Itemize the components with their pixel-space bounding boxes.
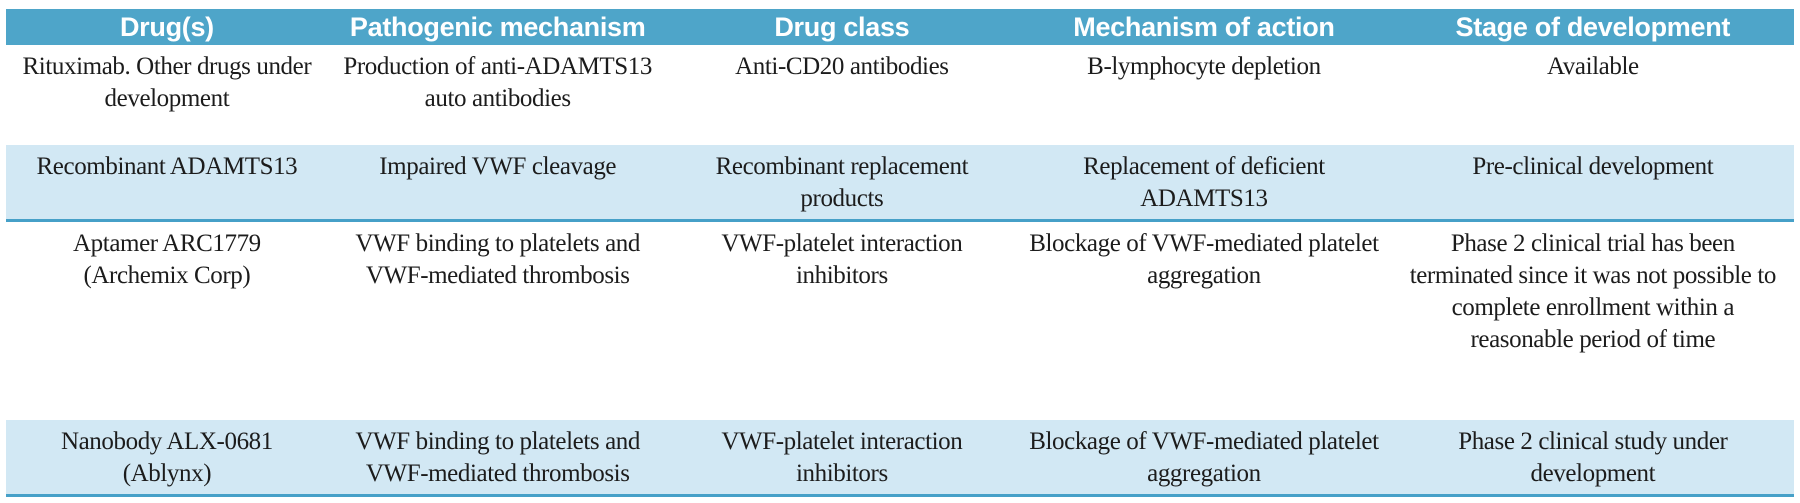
table-row-recombinant-adamts13: Recombinant ADAMTS13 Impaired VWF cleava…	[6, 145, 1794, 222]
header-cell-mechanism-of-action: Mechanism of action	[1016, 9, 1392, 45]
cell-pathogenic-mechanism: VWF binding to platelets and VWF-mediate…	[327, 419, 668, 497]
header-row: Drug(s) Pathogenic mechanism Drug class …	[6, 9, 1794, 45]
cell-drug: Aptamer ARC1779 (Archemix Corp)	[6, 220, 328, 420]
cell-stage-of-development: Phase 2 clinical study under development	[1391, 419, 1794, 497]
cell-stage-of-development: Pre-clinical development	[1391, 145, 1794, 222]
table-row-rituximab: Rituximab. Other drugs under development…	[6, 45, 1794, 145]
cell-drug-class: Recombinant replacement products	[667, 145, 1017, 222]
table-body: Rituximab. Other drugs under development…	[6, 45, 1794, 497]
cell-pathogenic-mechanism: VWF binding to platelets and VWF-mediate…	[327, 220, 668, 420]
header-cell-drugs: Drug(s)	[6, 9, 328, 45]
table-row-nanobody-alx-0681: Nanobody ALX-0681 (Ablynx) VWF binding t…	[6, 419, 1794, 497]
cell-stage-of-development: Available	[1391, 45, 1794, 145]
cell-drug-class: VWF-platelet interaction inhibitors	[667, 419, 1017, 497]
drug-development-table-container: Drug(s) Pathogenic mechanism Drug class …	[6, 9, 1794, 497]
table-row-aptamer-arc1779: Aptamer ARC1779 (Archemix Corp) VWF bind…	[6, 220, 1794, 420]
cell-drug: Recombinant ADAMTS13	[6, 145, 328, 222]
cell-pathogenic-mechanism: Impaired VWF cleavage	[327, 145, 668, 222]
cell-mechanism-of-action: Blockage of VWF-mediated platelet aggreg…	[1016, 220, 1392, 420]
cell-pathogenic-mechanism: Production of anti-ADAMTS13 auto antibod…	[327, 45, 668, 145]
cell-drug: Rituximab. Other drugs under development	[6, 45, 328, 145]
header-cell-stage-of-development: Stage of development	[1391, 9, 1794, 45]
cell-drug-class: VWF-platelet interaction inhibitors	[667, 220, 1017, 420]
header-cell-pathogenic-mechanism: Pathogenic mechanism	[327, 9, 668, 45]
header-cell-drug-class: Drug class	[667, 9, 1017, 45]
cell-drug: Nanobody ALX-0681 (Ablynx)	[6, 419, 328, 497]
cell-mechanism-of-action: B-lymphocyte depletion	[1016, 45, 1392, 145]
table-header: Drug(s) Pathogenic mechanism Drug class …	[6, 9, 1794, 45]
cell-mechanism-of-action: Blockage of VWF-mediated platelet aggreg…	[1016, 419, 1392, 497]
cell-drug-class: Anti-CD20 antibodies	[667, 45, 1017, 145]
cell-stage-of-development: Phase 2 clinical trial has been terminat…	[1391, 220, 1794, 420]
cell-mechanism-of-action: Replacement of deficient ADAMTS13	[1016, 145, 1392, 222]
drug-development-table: Drug(s) Pathogenic mechanism Drug class …	[6, 9, 1794, 497]
